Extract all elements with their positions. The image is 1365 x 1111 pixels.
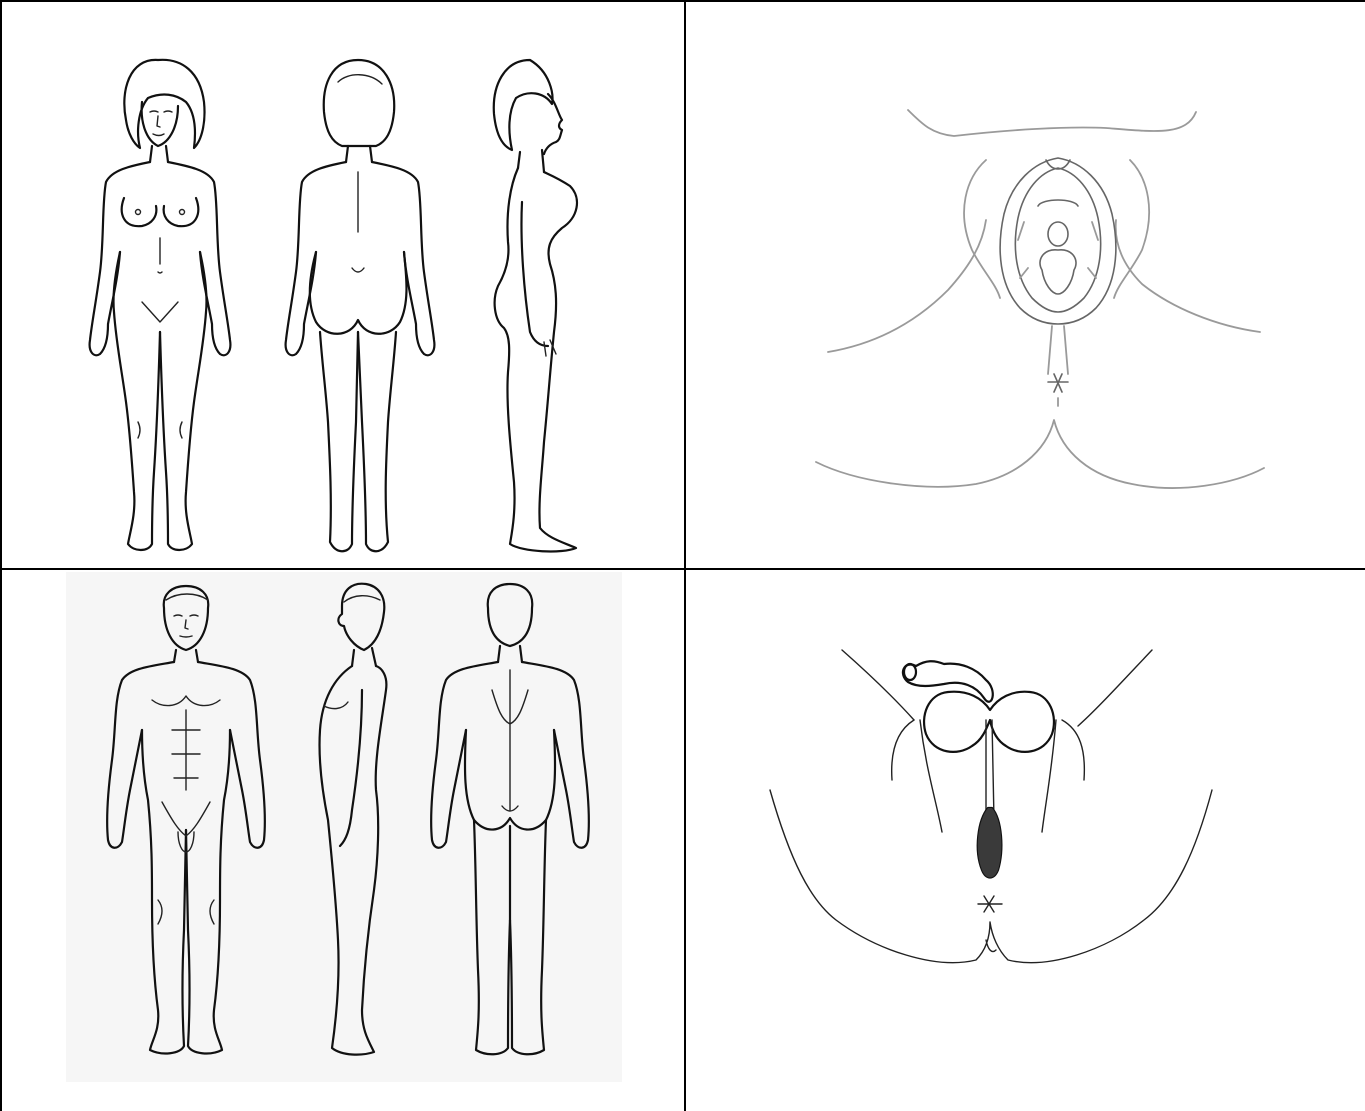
female-back-view (286, 60, 435, 551)
female-side-view (494, 60, 577, 551)
cell-male-body-views (2, 570, 686, 1111)
female-front-view (90, 60, 231, 550)
cell-male-perineum (686, 570, 1365, 1111)
female-perineum-illustration (686, 2, 1365, 568)
cell-female-body-views (2, 2, 686, 570)
female-body-illustration (2, 2, 684, 568)
male-perineum-illustration (686, 570, 1365, 1111)
male-body-illustration (2, 570, 684, 1111)
cell-female-perineum (686, 2, 1365, 570)
